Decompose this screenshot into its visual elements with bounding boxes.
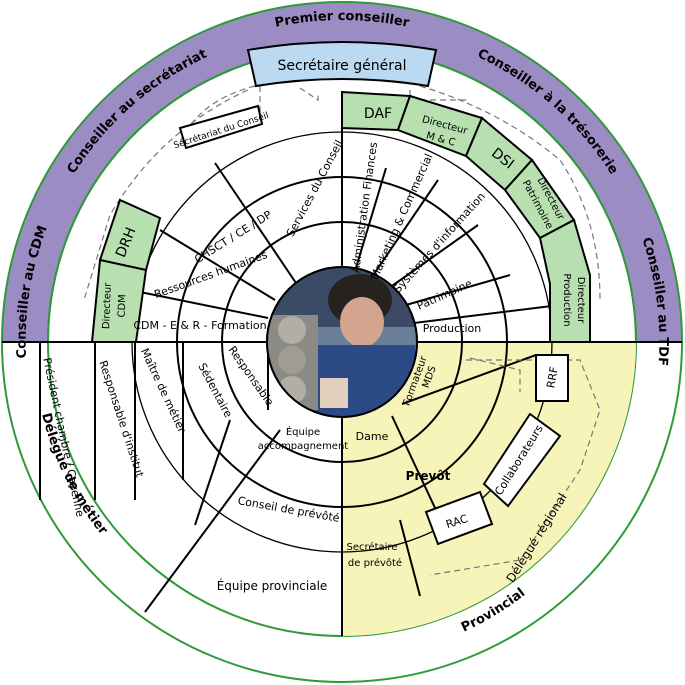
dashed-connector bbox=[419, 85, 601, 301]
spoke bbox=[144, 429, 281, 613]
spoke bbox=[401, 354, 537, 405]
dashed-connector bbox=[83, 89, 249, 301]
sector-admin-finances: Administration Finances bbox=[349, 141, 380, 274]
director-cdm-box: Directeur CDM bbox=[90, 258, 148, 343]
spoke bbox=[405, 274, 511, 306]
maitre-metier-label: Maître de métier bbox=[138, 346, 189, 435]
equipe-accompagnement-label-2: accompagnement bbox=[258, 441, 349, 452]
dashed-connector bbox=[179, 85, 256, 143]
director-production-label-2: Production bbox=[561, 273, 572, 326]
dashed-connector bbox=[469, 357, 521, 392]
spoke bbox=[355, 167, 387, 269]
rrf-label: RRF bbox=[544, 366, 561, 390]
spoke bbox=[159, 229, 276, 301]
sector-production: Production bbox=[423, 322, 482, 335]
director-cdm-label-1: Directeur bbox=[101, 282, 114, 330]
spoke bbox=[214, 162, 297, 284]
spoke bbox=[399, 519, 421, 597]
rac-box: RAC bbox=[424, 490, 494, 546]
spoke bbox=[413, 304, 561, 324]
secretaire-prevote-label-2: de prévôté bbox=[348, 557, 402, 569]
responsable-institut-label: Responsable d'institut bbox=[96, 359, 146, 480]
spoke bbox=[139, 291, 269, 319]
equipe-provinciale-label: Équipe provinciale bbox=[217, 578, 328, 593]
director-production-box: Directeur Production bbox=[538, 218, 591, 343]
prevot-label: Prevôt bbox=[406, 469, 451, 483]
sector-patrimoine: Patrimoine bbox=[415, 277, 474, 313]
secretary-general-label: Secrétaire général bbox=[278, 58, 407, 74]
sector-services-conseil: Services du Conseil bbox=[284, 138, 346, 239]
daf-label: DAF bbox=[364, 106, 392, 122]
spoke bbox=[391, 224, 479, 287]
director-production-label-1: Directeur bbox=[575, 277, 586, 324]
secretaire-prevote-label-1: Secrétaire bbox=[347, 541, 398, 553]
secretary-general-box: Secrétaire général bbox=[246, 41, 438, 88]
dashed-connector bbox=[299, 87, 319, 102]
spoke bbox=[373, 179, 439, 275]
dame-label: Dame bbox=[356, 430, 389, 443]
secretariat-box: Secrétariat du Conseil bbox=[172, 104, 270, 151]
outer-ring-lower bbox=[1, 341, 683, 683]
sector-cdm-formation: CDM - E & R - Formation bbox=[133, 319, 266, 332]
drh-box: DRH bbox=[98, 198, 162, 272]
daf-box: DAF bbox=[341, 90, 412, 132]
rrf-box: RRF bbox=[535, 354, 569, 402]
outer-top-label: Premier conseiller bbox=[274, 9, 412, 31]
dsi-box: DSI bbox=[464, 116, 534, 192]
spoke bbox=[194, 419, 231, 526]
director-cdm-label-2: CDM bbox=[117, 294, 129, 318]
center-photo bbox=[266, 266, 418, 418]
sedentaire-label: Sédentaire bbox=[195, 361, 235, 420]
equipe-accompagnement-label-1: Équipe bbox=[286, 425, 320, 438]
